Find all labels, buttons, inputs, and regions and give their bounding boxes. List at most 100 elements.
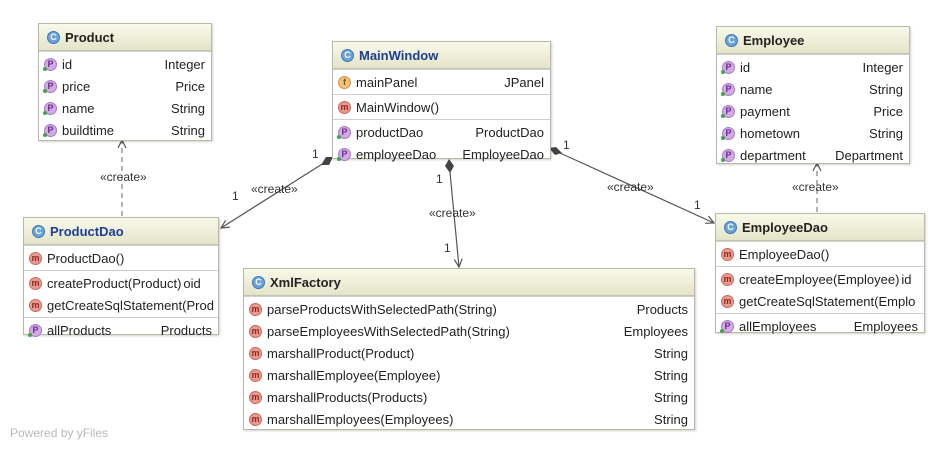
method-type: String bbox=[654, 345, 688, 361]
property-icon: P bbox=[43, 57, 57, 71]
field-name: hometown bbox=[740, 125, 800, 141]
method-icon: m bbox=[721, 272, 734, 286]
property-icon: P bbox=[721, 148, 735, 162]
class-icon: C bbox=[252, 275, 265, 289]
field-type: Department bbox=[835, 147, 903, 163]
property-icon: P bbox=[43, 123, 57, 137]
class-icon: C bbox=[724, 220, 737, 234]
method-icon: m bbox=[29, 251, 42, 265]
create-label-main-employee: «create» bbox=[607, 180, 654, 194]
class-icon: C bbox=[341, 48, 354, 62]
main-to-product-dao-link bbox=[221, 160, 328, 228]
class-name: MainWindow bbox=[359, 47, 439, 63]
property-icon: P bbox=[721, 60, 735, 74]
field-name: department bbox=[740, 147, 806, 163]
footer-credit: Powered by yFiles bbox=[10, 426, 109, 440]
method-name: marshallEmployees(Employees) bbox=[267, 411, 454, 427]
field-name: mainPanel bbox=[356, 74, 418, 90]
property-type: Products bbox=[160, 322, 212, 338]
method-type: String bbox=[654, 367, 688, 383]
method-name: EmployeeDao() bbox=[739, 246, 830, 262]
method-icon: m bbox=[338, 100, 351, 114]
property-icon: P bbox=[28, 323, 42, 337]
field-name: name bbox=[740, 81, 773, 97]
property-icon: P bbox=[337, 125, 351, 139]
method-icon: m bbox=[249, 390, 262, 404]
property-icon: P bbox=[43, 101, 57, 115]
constructors-section: m EmployeeDao() bbox=[716, 241, 924, 266]
property-icon: P bbox=[721, 126, 735, 140]
method-row[interactable]: m EmployeeDao() bbox=[716, 243, 924, 265]
method-icon: m bbox=[29, 276, 42, 290]
property-icon: P bbox=[720, 319, 734, 333]
field-type: String bbox=[171, 122, 205, 138]
method-type: oid bbox=[183, 275, 201, 291]
main-to-employee-dao-link bbox=[559, 152, 714, 223]
method-icon: m bbox=[721, 247, 734, 261]
class-name: Product bbox=[65, 29, 115, 45]
method-name: createProduct(Product) bbox=[47, 275, 182, 291]
method-icon: m bbox=[249, 324, 262, 338]
property-name: productDao bbox=[356, 124, 424, 140]
class-icon: C bbox=[725, 33, 738, 47]
class-name: EmployeeDao bbox=[742, 219, 828, 235]
method-type: String bbox=[654, 411, 688, 427]
method-name: marshallEmployee(Employee) bbox=[267, 367, 441, 383]
class-header: C MainWindow bbox=[333, 42, 550, 69]
field-name: name bbox=[62, 100, 95, 116]
method-name: createEmployee(Employee) bbox=[739, 271, 900, 287]
field-icon: f bbox=[338, 75, 351, 89]
property-type: ProductDao bbox=[475, 124, 544, 140]
create-label-product: «create» bbox=[100, 170, 147, 184]
class-employee-dao[interactable]: C EmployeeDao m EmployeeDao() m createEmpl… bbox=[715, 213, 925, 334]
method-name: getCreateSqlStatement(Emplo bbox=[739, 293, 916, 309]
field-name: id bbox=[740, 59, 751, 75]
method-icon: m bbox=[29, 298, 42, 312]
field-type: Integer bbox=[862, 59, 903, 75]
class-icon: C bbox=[47, 30, 60, 44]
method-type: String bbox=[654, 389, 688, 405]
field-type: String bbox=[171, 100, 205, 116]
class-header: C XmlFactory bbox=[244, 269, 694, 296]
method-row[interactable]: m createProduct(Product)oid bbox=[24, 272, 218, 294]
field-name: payment bbox=[740, 103, 790, 119]
